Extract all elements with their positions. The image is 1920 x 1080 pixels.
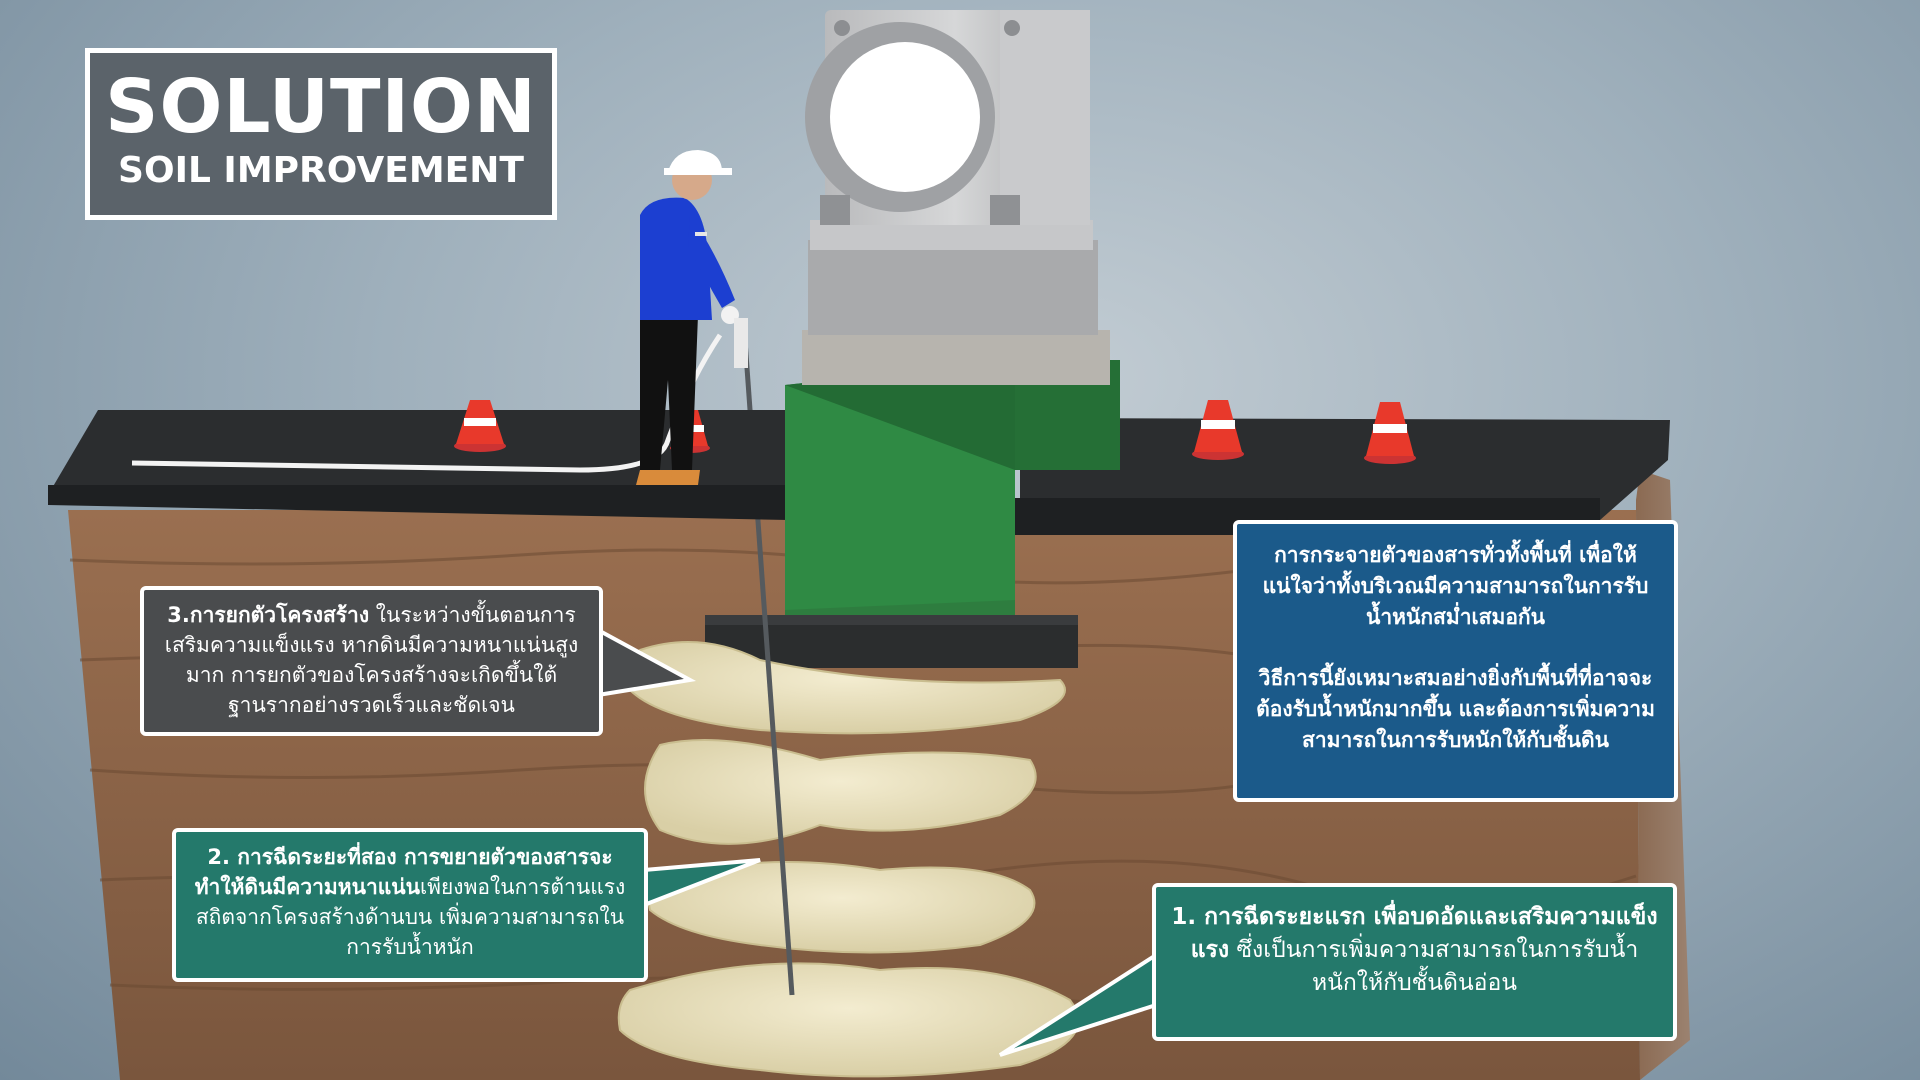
traffic-cone [1192,400,1244,460]
title-box: SOLUTION SOIL IMPROVEMENT [85,48,557,220]
info-paragraph-1: การกระจายตัวของสารทั่วทั้งพื้นที่ เพื่อใ… [1262,543,1649,629]
title-main: SOLUTION [105,64,537,150]
callout-step1-text: ซึ่งเป็นการเพิ่มความสามารถในการรับน้ำหนั… [1229,937,1639,996]
callout-step2: 2. การฉีดระยะที่สอง การขยายตัวของสารจะทำ… [172,828,648,982]
machine-base [802,330,1110,385]
callout-step2-heading: 2. การฉีดระยะที่สอง การขยายตัวของสารจะทำ… [194,845,613,899]
callout-step2-text: เพียงพอในการต้านแรงสถิตจากโครงสร้างด้านบ… [195,875,626,959]
callout-step1-heading: 1. การฉีดระยะแรก เพื่อบดอัดและเสริมความแ… [1171,904,1658,963]
info-paragraph-2: วิธีการนี้ยังเหมาะสมอย่างยิ่งกับพื้นที่ท… [1256,666,1655,752]
injection-hose [131,333,723,473]
surface-slab-right [1005,418,1670,535]
title-sub: SOIL IMPROVEMENT [118,150,524,191]
traffic-cone [1364,402,1416,464]
callout-step3-text: ในระหว่างขั้นตอนการเสริมความแข็งแรง หากด… [164,603,579,717]
traffic-cone [454,400,506,452]
grout-lenses [617,641,1080,1078]
surface-slab-left [48,410,788,520]
callout-step3-heading: 3.การยกตัวโครงสร้าง [167,603,370,627]
callout-step3: 3.การยกตัวโครงสร้าง ในระหว่างขั้นตอนการเ… [140,586,603,736]
info-box: การกระจายตัวของสารทั่วทั้งพื้นที่ เพื่อใ… [1233,520,1678,802]
pad-footing [705,615,1078,668]
worker [636,150,748,485]
callout-step1: 1. การฉีดระยะแรก เพื่อบดอัดและเสริมความแ… [1152,883,1677,1041]
machine [805,10,1090,225]
